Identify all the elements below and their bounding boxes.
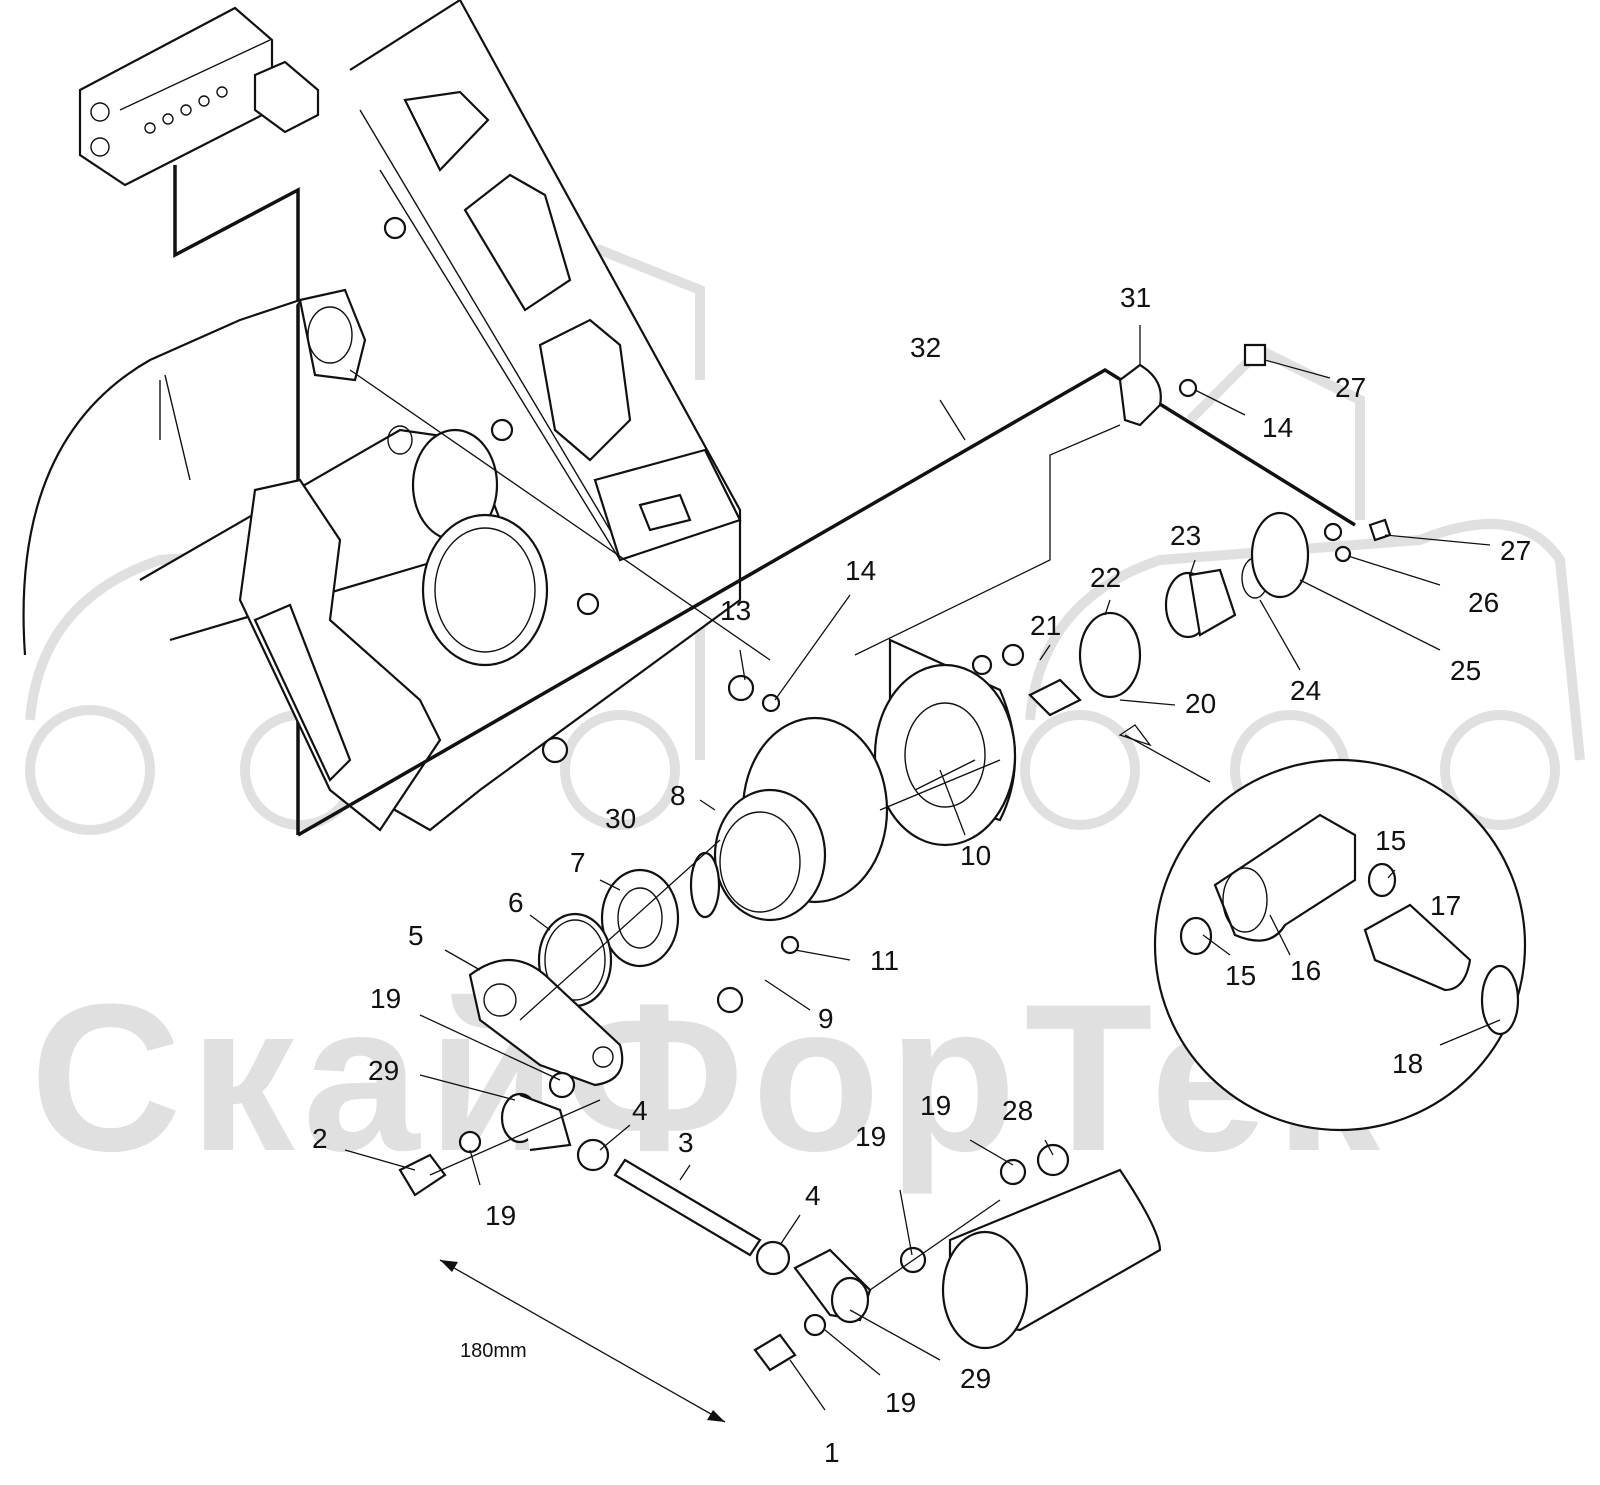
sprocket xyxy=(421,513,549,667)
callout-19-c: 19 xyxy=(855,1121,886,1152)
callout-15-left: 15 xyxy=(1225,960,1256,991)
callout-23: 23 xyxy=(1170,520,1201,551)
callout-29-a: 29 xyxy=(368,1055,399,1086)
callout-14-upper: 14 xyxy=(1262,412,1293,443)
callout-2: 2 xyxy=(312,1123,328,1154)
callout-7: 7 xyxy=(570,847,586,878)
callout-19-d: 19 xyxy=(920,1090,951,1121)
callout-3: 3 xyxy=(678,1127,694,1158)
callout-17: 17 xyxy=(1430,890,1461,921)
junction-box xyxy=(78,6,320,187)
callout-9: 9 xyxy=(818,1003,834,1034)
callout-26: 26 xyxy=(1468,587,1499,618)
bearing-stack xyxy=(468,839,721,1087)
callout-27-upper: 27 xyxy=(1335,372,1366,403)
dimension-180mm: 180mm xyxy=(439,1259,726,1423)
callout-1: 1 xyxy=(824,1437,840,1468)
callout-4-lower: 4 xyxy=(805,1180,821,1211)
callout-11: 11 xyxy=(870,945,899,976)
callout-16: 16 xyxy=(1290,955,1321,986)
callout-8: 8 xyxy=(670,780,686,811)
callout-30: 30 xyxy=(605,803,636,834)
dimension-label: 180mm xyxy=(460,1340,527,1362)
callout-19-e: 19 xyxy=(885,1387,916,1418)
callout-24: 24 xyxy=(1290,675,1321,706)
callout-21: 21 xyxy=(1030,610,1061,641)
callout-29-b: 29 xyxy=(960,1363,991,1394)
watermark-background: СкайФорТек xyxy=(25,244,1585,1195)
callout-6: 6 xyxy=(508,887,524,918)
callout-18: 18 xyxy=(1392,1048,1423,1079)
callout-labels: 1 2 3 4 4 5 6 7 8 9 10 11 13 14 14 15 15… xyxy=(312,282,1531,1468)
watermark-text: СкайФорТек xyxy=(30,960,1388,1195)
callout-32: 32 xyxy=(910,332,941,363)
callout-20: 20 xyxy=(1185,688,1216,719)
callout-22: 22 xyxy=(1090,562,1121,593)
linkage-rod xyxy=(398,1071,1162,1372)
callout-leaders xyxy=(344,325,1501,1411)
callout-31: 31 xyxy=(1120,282,1151,313)
callout-13: 13 xyxy=(720,595,751,626)
boundary-lines xyxy=(297,367,1356,837)
callout-19-a: 19 xyxy=(370,983,401,1014)
callout-14-center: 14 xyxy=(845,555,876,586)
callout-28: 28 xyxy=(1002,1095,1033,1126)
callout-27-lower: 27 xyxy=(1500,535,1531,566)
callout-4-upper: 4 xyxy=(632,1095,648,1126)
bearing-housing xyxy=(713,638,1017,922)
callout-25: 25 xyxy=(1450,655,1481,686)
detail-magnifier xyxy=(1118,724,1527,1132)
frame-assembly xyxy=(22,0,742,835)
sensor-parts xyxy=(716,343,1392,1014)
callout-15-right: 15 xyxy=(1375,825,1406,856)
callout-19-b: 19 xyxy=(485,1200,516,1231)
callout-5: 5 xyxy=(408,920,424,951)
callout-10: 10 xyxy=(960,840,991,871)
